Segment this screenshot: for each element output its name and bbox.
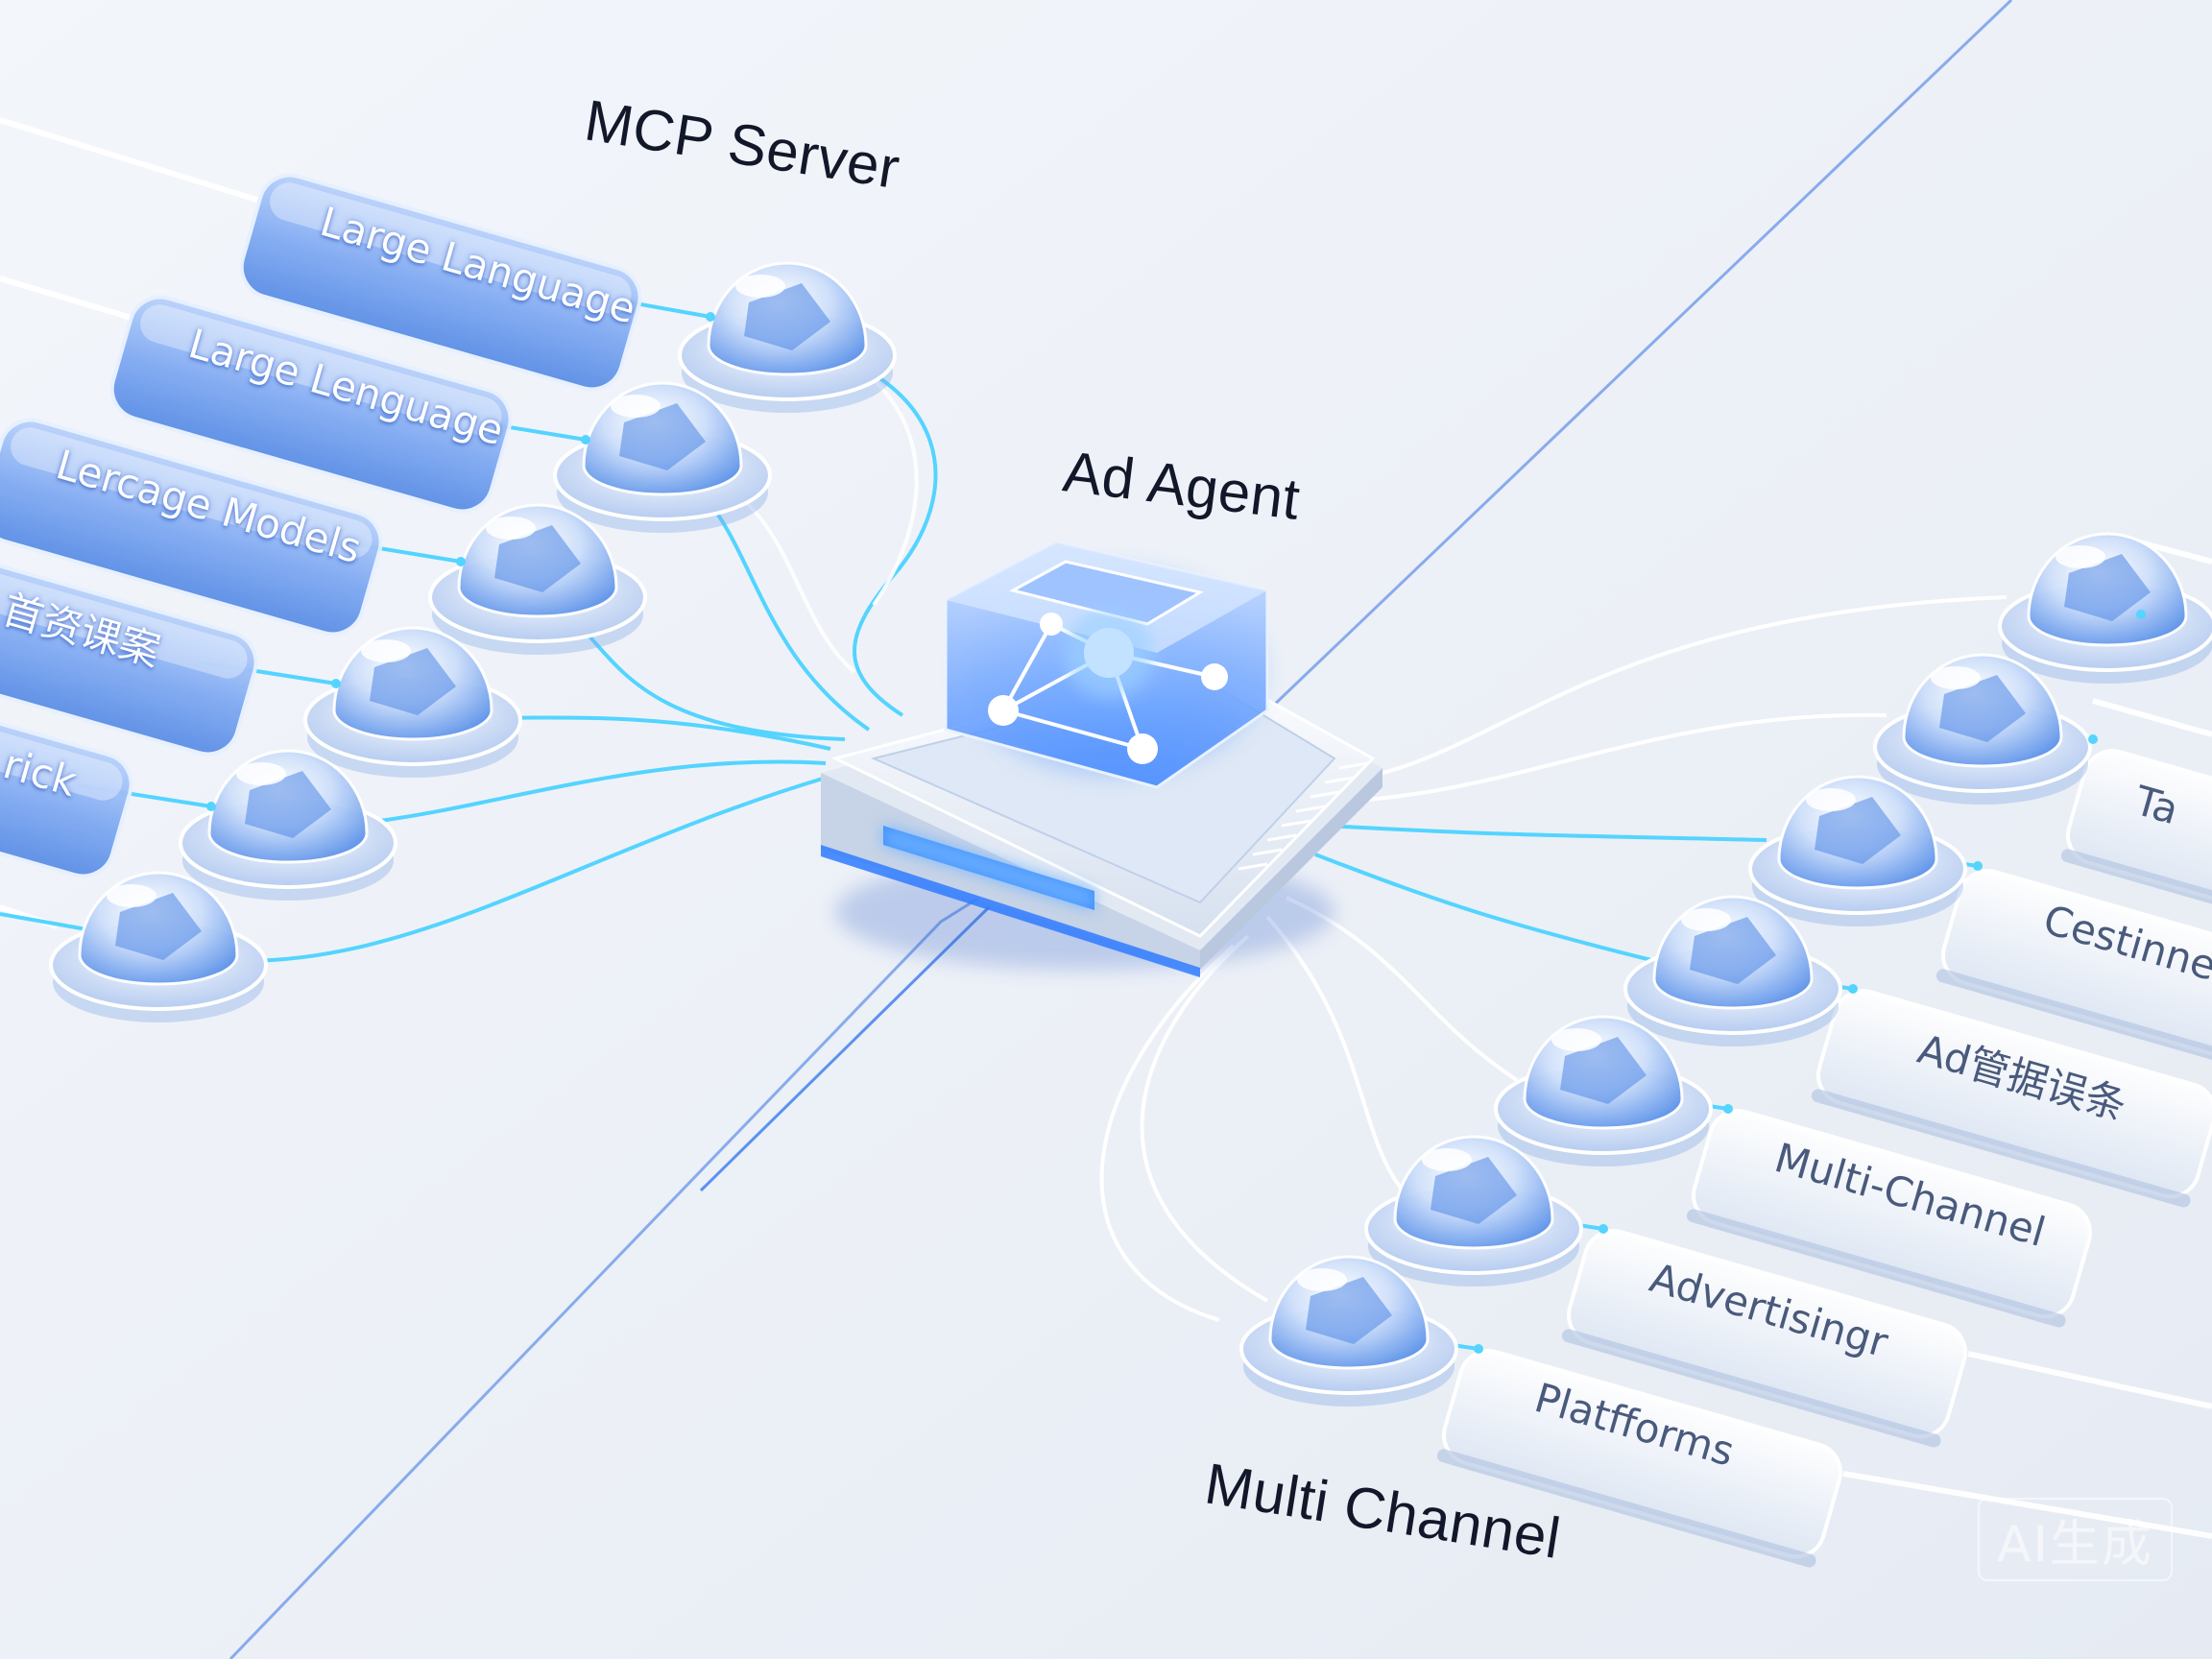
right-pill-5[interactable] [1560, 1224, 1972, 1449]
edge-lines [0, 117, 2212, 1539]
left-pill-5[interactable] [0, 655, 138, 883]
left-pill-3[interactable] [0, 413, 388, 641]
right-pill-6[interactable] [1435, 1344, 1847, 1569]
glass-dome-node[interactable] [1239, 1255, 1458, 1407]
right-pill-1[interactable] [2059, 744, 2212, 969]
right-pill-group [1435, 744, 2212, 1569]
glass-dome-node[interactable] [179, 749, 397, 901]
left-pill-4[interactable] [0, 533, 263, 761]
dome-node-group [49, 261, 2212, 1407]
ai-generated-watermark: AI生成 [1978, 1498, 2173, 1581]
left-pill-1[interactable] [234, 168, 647, 397]
glass-dome-node[interactable] [678, 261, 897, 413]
glass-dome-node[interactable] [1364, 1135, 1583, 1286]
glass-dome-node[interactable] [1623, 895, 1842, 1046]
right-pill-4[interactable] [1685, 1104, 2097, 1329]
glass-dome-node[interactable] [428, 503, 647, 655]
right-pill-3[interactable] [1810, 984, 2212, 1209]
left-connector-lines [0, 291, 938, 963]
glass-dome-node[interactable] [49, 871, 268, 1022]
hub-ports [1238, 761, 1369, 871]
glass-dome-node[interactable] [303, 626, 522, 778]
left-pill-group [0, 168, 647, 883]
ad-agent-hub[interactable] [821, 541, 1382, 977]
right-pill-2[interactable] [1935, 864, 2212, 1089]
glass-dome-node[interactable] [553, 381, 772, 533]
left-pill-2[interactable] [105, 290, 517, 518]
glass-dome-node[interactable] [1748, 775, 1967, 926]
line-endpoint-dots [206, 312, 2146, 1354]
glass-dome-node[interactable] [1873, 653, 2092, 805]
glass-dome-node[interactable] [1494, 1015, 1713, 1166]
glass-dome-node[interactable] [1998, 532, 2212, 684]
